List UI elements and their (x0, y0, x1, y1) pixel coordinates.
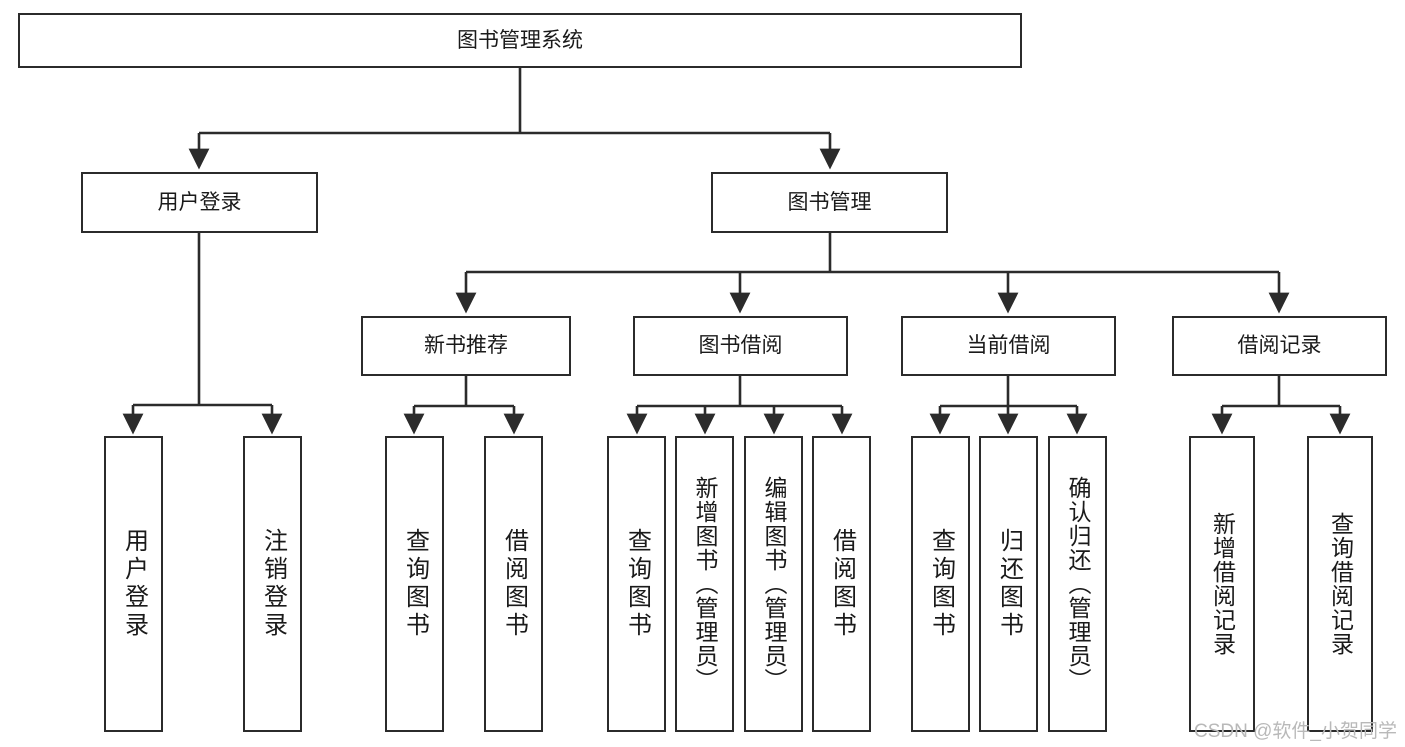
node-borrow-record-label: 借阅记录 (1237, 334, 1322, 358)
leaf-user-login-label: 用户登录 (120, 528, 148, 640)
leaf-edit-book[interactable]: 编辑图书（管理员） (744, 436, 803, 732)
node-user-login[interactable]: 用户登录 (81, 172, 318, 233)
leaf-add-record-label: 新增借阅记录 (1209, 512, 1236, 656)
leaf-edit-book-label: 编辑图书（管理员） (761, 476, 787, 692)
leaf-query-book-1[interactable]: 查询图书 (385, 436, 444, 732)
leaf-borrow-book-1-label: 借阅图书 (500, 528, 528, 640)
node-borrow-record[interactable]: 借阅记录 (1172, 316, 1387, 376)
leaf-add-record[interactable]: 新增借阅记录 (1189, 436, 1255, 732)
leaf-return-book[interactable]: 归还图书 (979, 436, 1038, 732)
node-user-login-label: 用户登录 (157, 190, 242, 214)
leaf-borrow-book-2-label: 借阅图书 (828, 528, 856, 640)
leaf-logout-label: 注销登录 (259, 528, 287, 640)
leaf-borrow-book-2[interactable]: 借阅图书 (812, 436, 871, 732)
leaf-query-book-1-label: 查询图书 (401, 528, 429, 640)
leaf-confirm-return-label: 确认归还（管理员） (1065, 476, 1091, 692)
node-current-borrow[interactable]: 当前借阅 (901, 316, 1116, 376)
node-root[interactable]: 图书管理系统 (18, 13, 1022, 68)
leaf-query-book-3[interactable]: 查询图书 (911, 436, 970, 732)
node-book-manage-label: 图书管理 (787, 190, 872, 214)
node-current-borrow-label: 当前借阅 (966, 334, 1051, 358)
node-new-book-recommend[interactable]: 新书推荐 (361, 316, 571, 376)
leaf-borrow-book-1[interactable]: 借阅图书 (484, 436, 543, 732)
leaf-confirm-return[interactable]: 确认归还（管理员） (1048, 436, 1107, 732)
leaf-return-book-label: 归还图书 (995, 528, 1023, 640)
leaf-query-record[interactable]: 查询借阅记录 (1307, 436, 1373, 732)
leaf-add-book-label: 新增图书（管理员） (692, 476, 718, 692)
leaf-user-login[interactable]: 用户登录 (104, 436, 163, 732)
leaf-query-record-label: 查询借阅记录 (1327, 512, 1354, 656)
node-root-label: 图书管理系统 (457, 28, 583, 52)
leaf-query-book-3-label: 查询图书 (927, 528, 955, 640)
node-book-borrow[interactable]: 图书借阅 (633, 316, 848, 376)
node-book-manage[interactable]: 图书管理 (711, 172, 948, 233)
node-book-borrow-label: 图书借阅 (698, 334, 783, 358)
leaf-query-book-2[interactable]: 查询图书 (607, 436, 666, 732)
leaf-logout[interactable]: 注销登录 (243, 436, 302, 732)
leaf-add-book[interactable]: 新增图书（管理员） (675, 436, 734, 732)
leaf-query-book-2-label: 查询图书 (623, 528, 651, 640)
node-new-book-recommend-label: 新书推荐 (424, 334, 508, 358)
